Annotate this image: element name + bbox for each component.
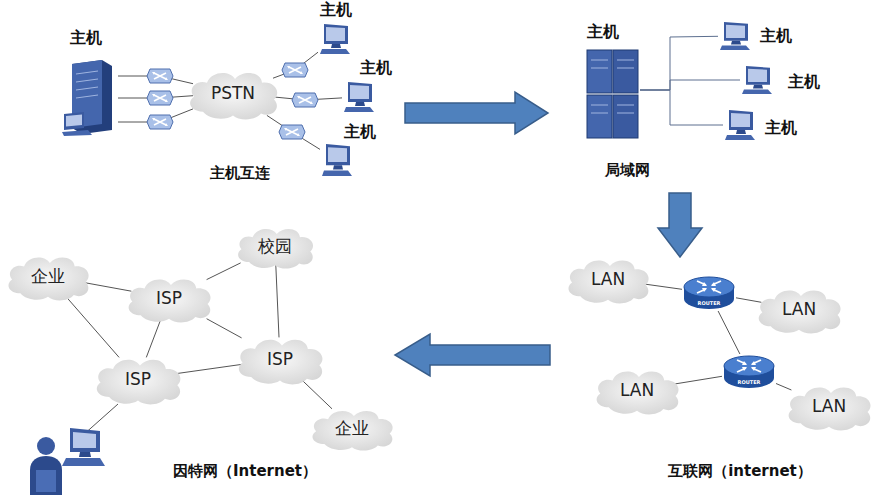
panel-caption: 局域网 <box>507 161 747 180</box>
network-link <box>675 376 722 384</box>
panel-caption: 主机互连 <box>120 164 360 183</box>
node-label: 主机 <box>760 26 792 47</box>
node-label: LAN <box>812 396 846 416</box>
flow-arrow <box>658 193 702 257</box>
host-computer: 主机 <box>318 22 352 56</box>
host-computer: 主机 <box>723 108 757 142</box>
network-link <box>276 265 279 337</box>
network-link <box>146 319 161 358</box>
node-label: LAN <box>620 380 654 400</box>
network-cloud: PSTN <box>183 65 283 121</box>
node-label: PSTN <box>211 83 255 103</box>
computer-icon <box>320 142 354 178</box>
node-label: 主机 <box>587 22 619 43</box>
host-computer: 主机 <box>320 142 354 178</box>
computer-icon <box>740 64 774 96</box>
panel-caption: 互联网（internet） <box>620 462 860 481</box>
network-cloud: 企业 <box>306 404 398 452</box>
network-link <box>645 284 682 289</box>
node-label: LAN <box>782 299 816 319</box>
panel-caption: 因特网（Internet） <box>125 462 365 481</box>
network-link <box>118 96 193 98</box>
bus-line <box>640 80 740 90</box>
network-link <box>273 52 318 78</box>
user-illustration <box>30 428 105 495</box>
network-link <box>776 384 791 391</box>
node-label: 企业 <box>335 417 369 440</box>
network-link <box>85 283 132 292</box>
network-cloud: LAN <box>590 364 684 416</box>
bus-line <box>640 90 723 125</box>
computer-icon <box>718 20 752 52</box>
network-cloud: 企业 <box>2 250 94 302</box>
node-label: ROUTER <box>722 379 776 385</box>
node-label: 校园 <box>258 235 292 258</box>
network-link <box>207 319 242 338</box>
host-server: 主机 <box>585 48 640 140</box>
network-link <box>207 263 241 280</box>
network-link <box>718 311 740 354</box>
node-label: 主机 <box>788 72 820 93</box>
network-cloud: ISP <box>232 332 328 386</box>
bus-line <box>640 36 718 90</box>
computer-icon <box>723 108 757 142</box>
network-cloud: ISP <box>90 352 186 406</box>
computer-icon <box>342 80 376 114</box>
router-node: ROUTER <box>682 275 736 311</box>
node-label: 主机 <box>344 122 376 143</box>
router-node: ROUTER <box>722 354 776 390</box>
node-label: ISP <box>267 349 293 369</box>
server-icon <box>585 48 640 140</box>
network-cloud: LAN <box>752 283 846 335</box>
host-computer: 主机 <box>342 80 376 114</box>
network-link <box>66 297 119 358</box>
network-cloud: LAN <box>562 253 654 305</box>
flow-arrow <box>405 92 548 134</box>
network-link <box>176 364 241 373</box>
network-link <box>118 76 193 84</box>
node-label: ROUTER <box>682 300 736 306</box>
node-label: 主机 <box>320 0 352 21</box>
user-wire <box>82 404 118 436</box>
node-label: 主机 <box>360 58 392 79</box>
host-computer: 主机 <box>718 20 752 52</box>
flow-arrow <box>395 334 550 376</box>
network-link <box>736 298 761 303</box>
network-link <box>303 381 333 409</box>
network-cloud: LAN <box>782 380 876 432</box>
network-cloud: 校园 <box>232 222 318 270</box>
node-label: 企业 <box>31 265 65 288</box>
node-label: LAN <box>591 269 625 289</box>
node-label: 主机 <box>765 118 797 139</box>
host-server: 主机 <box>62 58 118 136</box>
modem-symbol <box>147 63 318 139</box>
node-label: ISP <box>125 369 151 389</box>
node-label: ISP <box>156 288 182 308</box>
network-link <box>273 97 342 100</box>
network-link <box>267 115 320 149</box>
node-label: 主机 <box>70 28 102 49</box>
computer-icon <box>318 22 352 56</box>
host-computer: 主机 <box>740 64 774 96</box>
server-icon <box>62 58 118 136</box>
network-link <box>118 109 193 122</box>
network-cloud: ISP <box>122 272 216 324</box>
